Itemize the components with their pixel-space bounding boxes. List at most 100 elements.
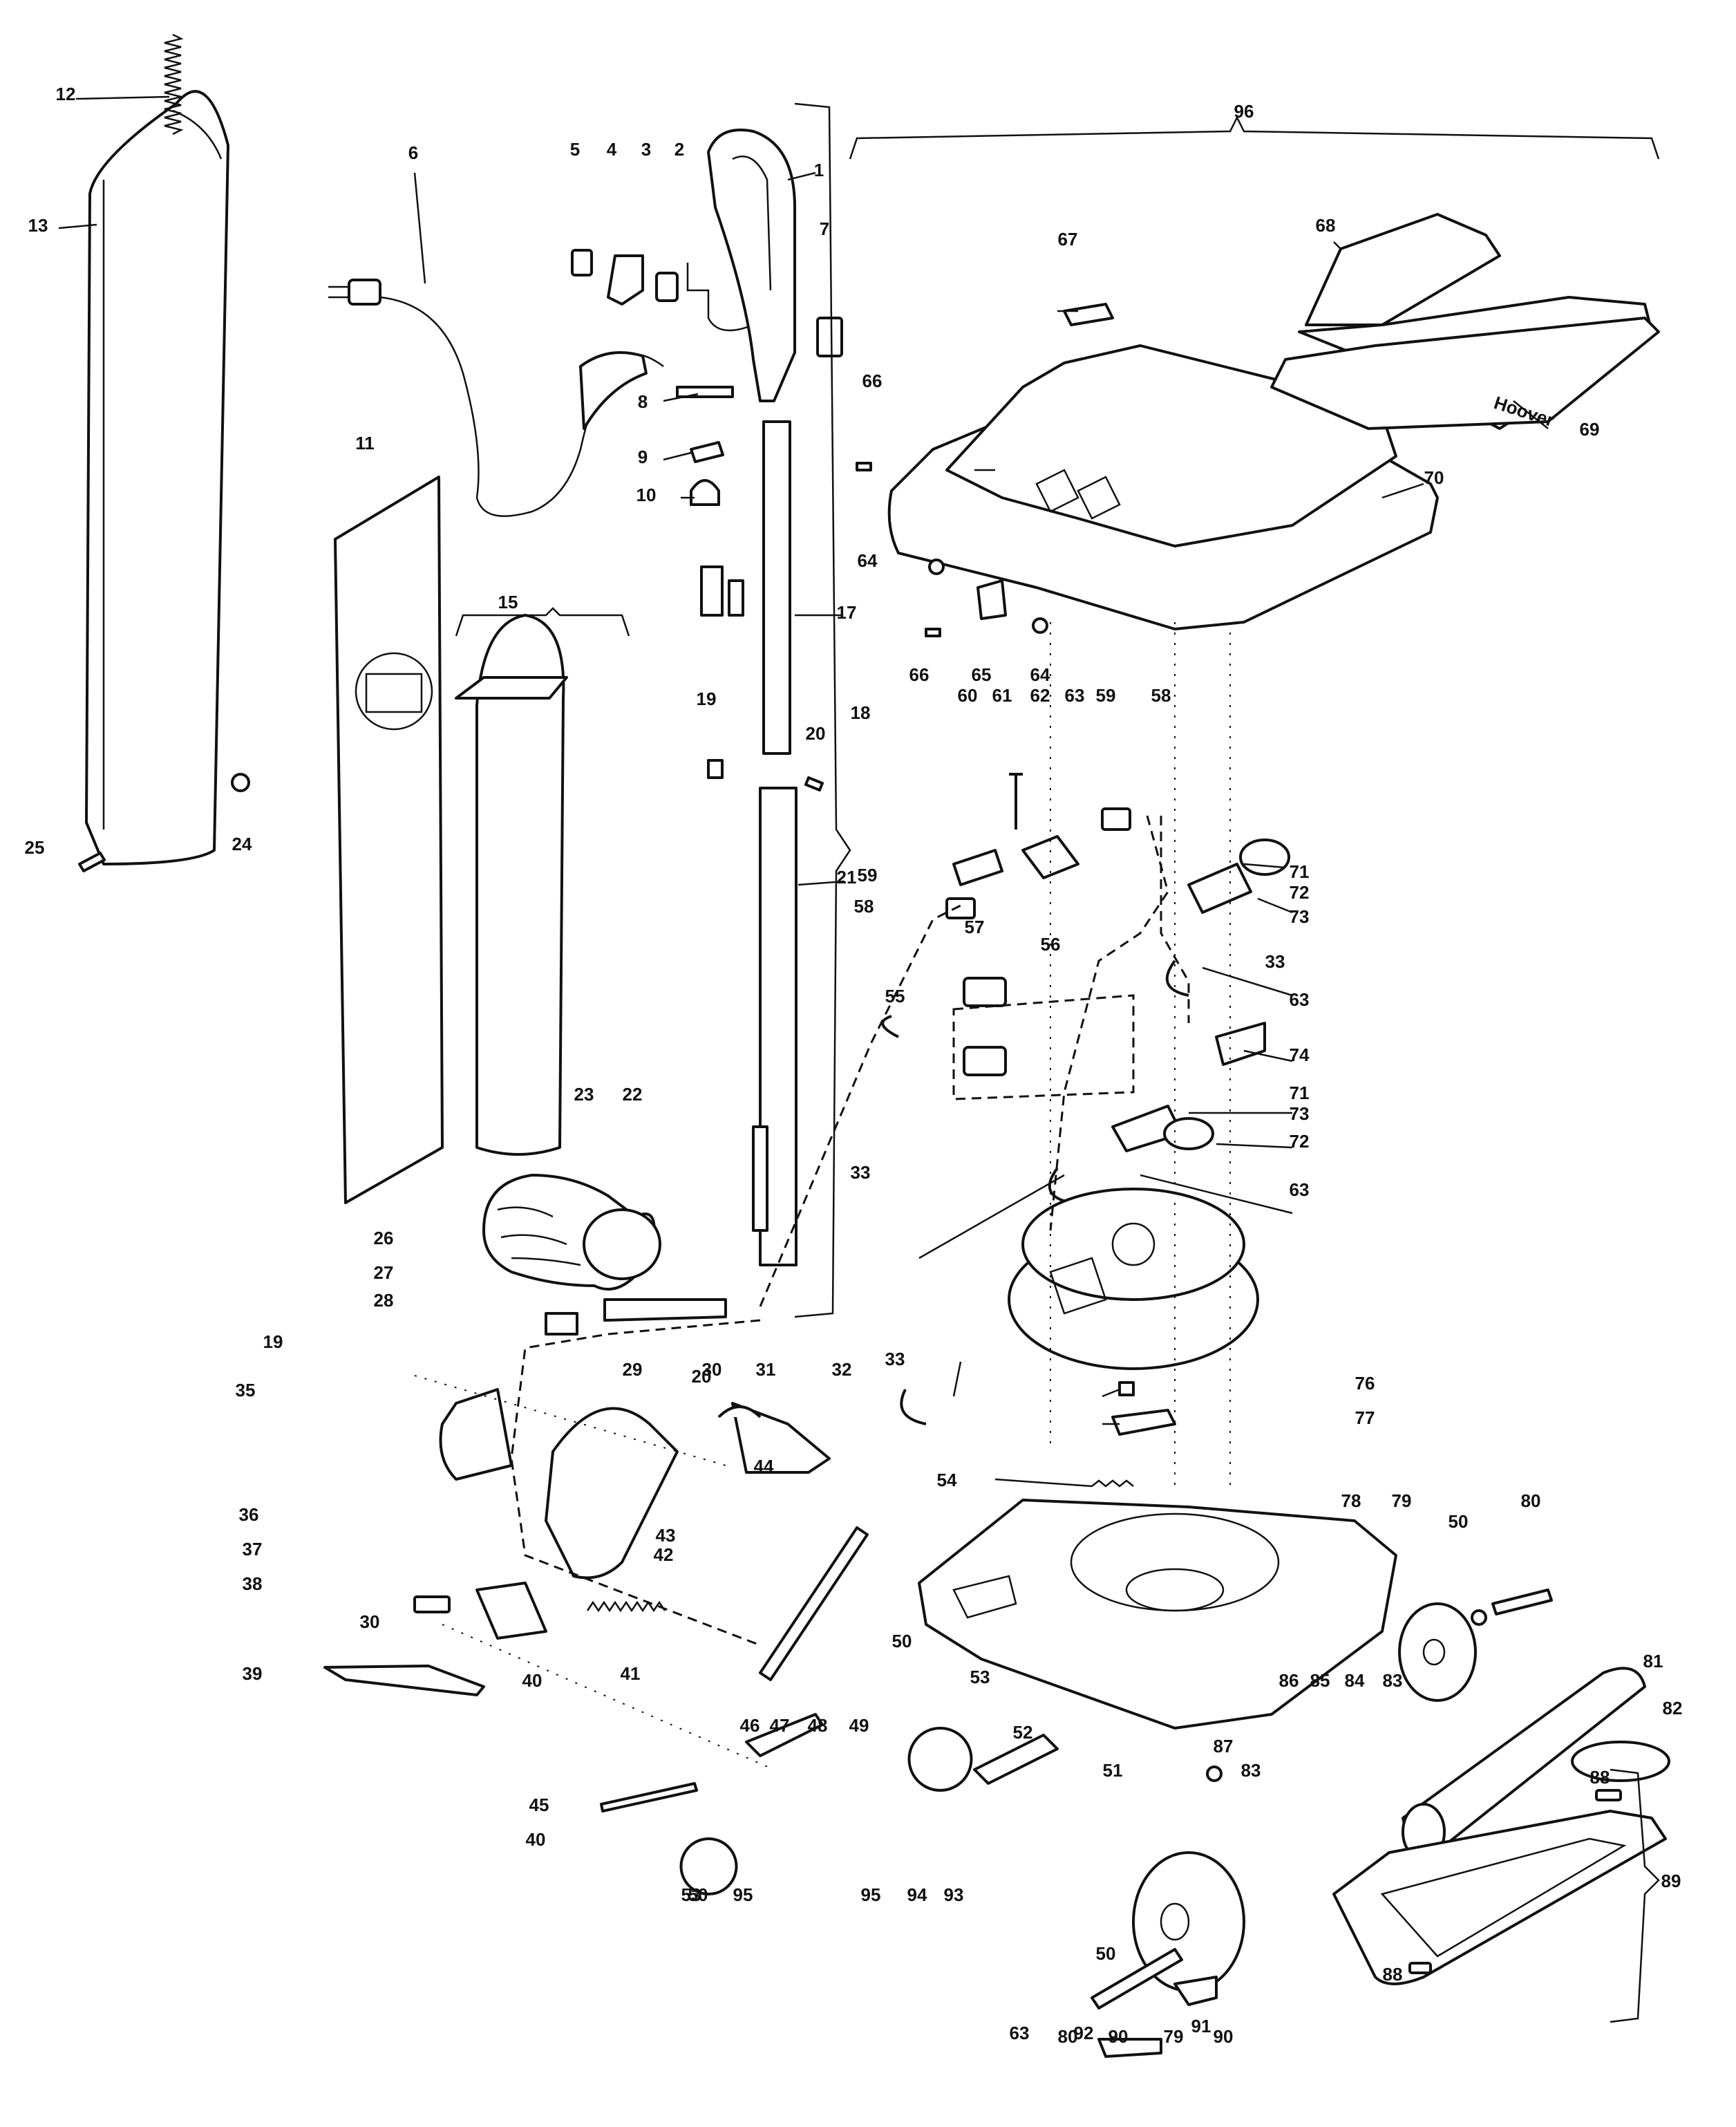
- part-label-94: 94: [907, 1884, 927, 1905]
- wire-path-5: [1160, 816, 1190, 1023]
- bracket-91: [1173, 1976, 1218, 2006]
- part-label-10: 10: [636, 485, 657, 505]
- bag-spring: [164, 33, 184, 135]
- part-label-28: 28: [374, 1290, 394, 1311]
- part-label-23: 23: [574, 1084, 594, 1105]
- part-label-44: 44: [754, 1456, 774, 1477]
- rod-32: [759, 1526, 869, 1681]
- spring-41: [586, 1600, 666, 1613]
- screw-61: [1009, 773, 1023, 830]
- part-label-95-2: 95: [733, 1884, 753, 1905]
- part-label-76: 76: [1355, 1373, 1375, 1394]
- screw-76: [1118, 1381, 1135, 1396]
- part-label-58: 58: [854, 896, 874, 917]
- part-label-47: 47: [770, 1715, 790, 1736]
- part-label-68: 68: [1316, 215, 1336, 236]
- axle-80-lower: [1091, 1948, 1183, 2009]
- lever-48: [745, 1713, 824, 1757]
- part-label-39: 39: [243, 1663, 263, 1684]
- spring-54: [1091, 1479, 1134, 1488]
- part-label-33: 33: [885, 1349, 905, 1369]
- bracket-96: [849, 115, 1660, 160]
- part-label-3: 3: [641, 139, 651, 160]
- hose-assembly: [482, 1174, 661, 1291]
- guide-line-5: [414, 1375, 726, 1466]
- part-label-72: 72: [1290, 882, 1310, 903]
- part-label-88-2: 88: [1383, 1964, 1403, 1985]
- part-label-59-2: 59: [1096, 685, 1116, 706]
- switch-housing-26: [603, 1298, 727, 1322]
- upper-tube: [762, 420, 791, 755]
- plate-94: [973, 1734, 1059, 1785]
- part-label-51: 51: [1103, 1760, 1123, 1781]
- bracket-60: [952, 849, 1003, 886]
- part-label-80: 80: [1521, 1490, 1541, 1511]
- bracket-18: [794, 102, 851, 1318]
- part-label-33-2: 33: [1265, 951, 1285, 972]
- contact-59-upper: [1101, 807, 1131, 831]
- part-label-82: 82: [1663, 1698, 1683, 1718]
- part-label-32: 32: [832, 1359, 852, 1380]
- part-label-15: 15: [498, 592, 518, 612]
- wheel-95-left: [679, 1837, 738, 1895]
- part-label-88: 88: [1590, 1767, 1610, 1788]
- part-label-87: 87: [1214, 1736, 1234, 1756]
- leader-lines: [58, 95, 1549, 1488]
- part-label-62: 62: [1030, 685, 1050, 706]
- part-label-1: 1: [814, 160, 824, 180]
- fill-tube: [475, 614, 565, 1156]
- hood-assembly: [887, 213, 1660, 630]
- bracket-77: [1111, 1409, 1176, 1436]
- part-label-63-3: 63: [1290, 1179, 1310, 1200]
- washer-64-a: [928, 559, 945, 575]
- part-label-2: 2: [674, 139, 684, 160]
- part-label-8: 8: [638, 391, 648, 412]
- part-3: [655, 272, 679, 302]
- wheel-95-mid: [907, 1727, 973, 1792]
- part-label-77: 77: [1355, 1407, 1375, 1428]
- clip-33-d: [881, 1015, 899, 1038]
- clip-88-lower: [1408, 1962, 1432, 1974]
- part-label-69: 69: [1580, 419, 1600, 440]
- part-label-45: 45: [529, 1795, 549, 1815]
- part-label-50-4: 50: [1096, 1943, 1116, 1964]
- clip-88-upper: [1595, 1789, 1622, 1801]
- part-label-13: 13: [28, 215, 48, 236]
- part-label-91: 91: [1191, 2016, 1211, 2036]
- part-label-64-2: 64: [1030, 664, 1050, 685]
- part-label-93: 93: [944, 1884, 964, 1905]
- rod-45: [600, 1782, 698, 1812]
- part-label-27: 27: [374, 1262, 394, 1283]
- washer-83-lower: [1206, 1765, 1223, 1782]
- part-label-52: 52: [1013, 1722, 1033, 1743]
- part-label-12: 12: [56, 84, 76, 104]
- bracket-38: [475, 1582, 547, 1640]
- part-label-53: 53: [970, 1667, 990, 1687]
- washer-64-b: [1032, 617, 1048, 634]
- washer-50-right: [1471, 1609, 1487, 1626]
- bracket-92: [1097, 2038, 1162, 2058]
- part-label-89: 89: [1661, 1871, 1681, 1891]
- part-label-73: 73: [1290, 906, 1310, 927]
- part-label-6: 6: [408, 142, 418, 163]
- part-label-66: 66: [862, 371, 883, 391]
- base-housing: [918, 1499, 1397, 1730]
- bulb-72-lower: [1163, 1117, 1214, 1150]
- part-label-56: 56: [1041, 934, 1061, 955]
- part-label-60: 60: [958, 685, 978, 706]
- part-label-84: 84: [1345, 1670, 1365, 1691]
- hinge-65: [976, 579, 1007, 620]
- wire-path-1: [510, 1319, 761, 1647]
- part-label-59: 59: [858, 865, 878, 886]
- part-label-24: 24: [232, 834, 252, 854]
- bag-cap: [231, 773, 250, 792]
- part-label-50-2: 50: [1449, 1511, 1469, 1532]
- bracket-89: [1610, 1768, 1660, 2023]
- part-label-92: 92: [1074, 2023, 1094, 2043]
- part-label-54: 54: [937, 1470, 957, 1490]
- wire-path-4: [1049, 815, 1169, 1231]
- part-label-50: 50: [892, 1631, 912, 1651]
- part-label-95: 95: [861, 1884, 881, 1905]
- part-label-30: 30: [702, 1359, 722, 1380]
